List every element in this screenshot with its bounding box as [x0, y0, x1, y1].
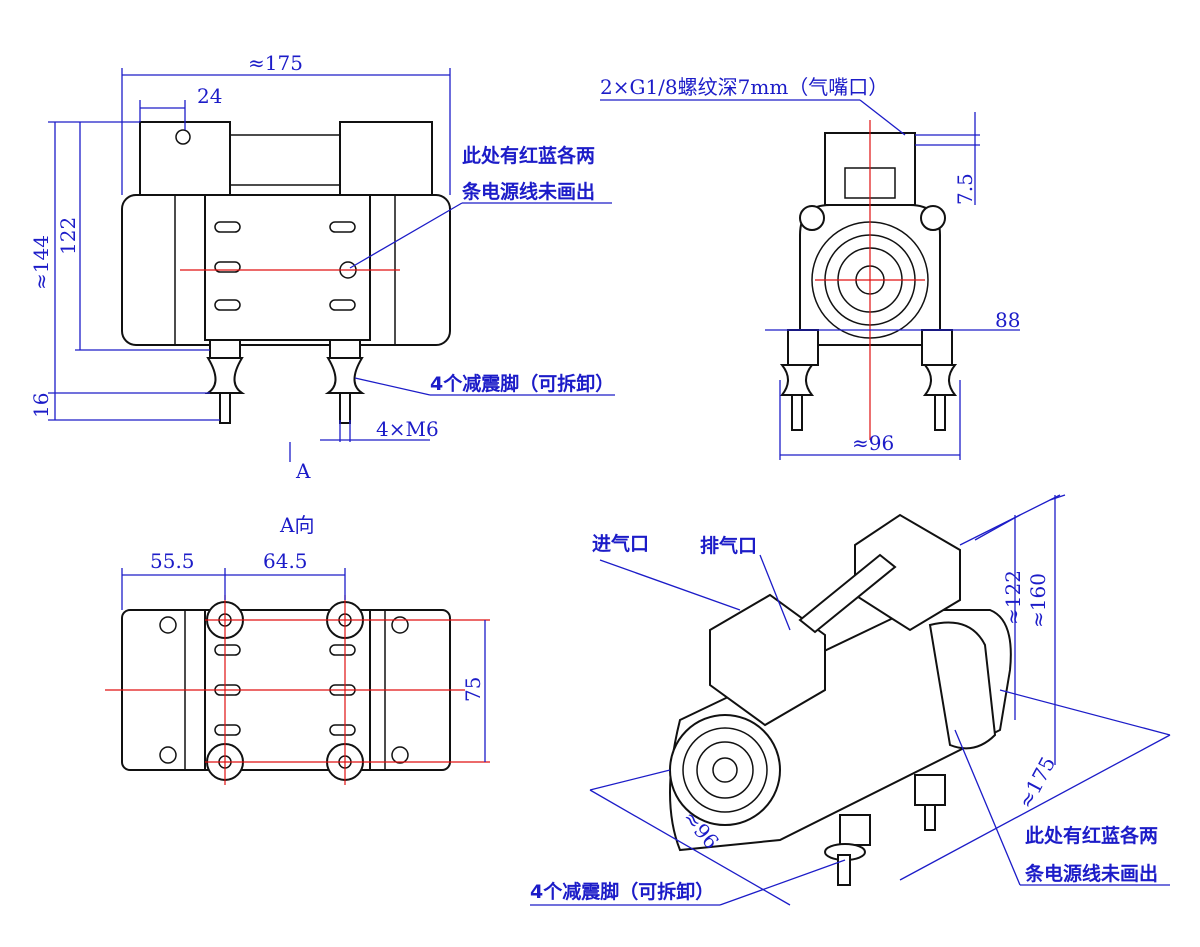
dim-port-depth: 7.5 [953, 173, 977, 205]
iso-dim-body-height: ≈122 [1001, 570, 1025, 625]
dim-thread: 4×M6 [376, 417, 439, 441]
damping-feet [204, 339, 366, 424]
wire-note-line2: 条电源线未画出 [462, 180, 595, 203]
dim-foot-height: 16 [29, 393, 53, 418]
dim-port-offset: 24 [197, 84, 222, 108]
view-a-title: A向 [279, 513, 314, 537]
dim-body-height: 122 [56, 217, 80, 255]
pump-head-left [139, 121, 231, 196]
dim-side-width: ≈96 [852, 431, 894, 455]
mount-bracket [204, 194, 371, 341]
feet-note: 4个减震脚（可拆卸） [430, 372, 614, 395]
dim-spacing: 64.5 [263, 549, 308, 573]
wire-note-line1: 此处有红蓝各两 [462, 144, 595, 167]
dim-width: ≈175 [248, 51, 303, 75]
iso-dim-length: ≈175 [1013, 753, 1060, 813]
front-view: ≈175 24 ≈144 122 16 4个减震脚（可拆卸） 4×M6 A 此处… [29, 51, 615, 483]
iso-dim-overall-height: ≈160 [1026, 573, 1050, 628]
iso-head-front [709, 593, 826, 727]
dim-offset: 55.5 [150, 549, 195, 573]
iso-wire-note-line2: 条电源线未画出 [1025, 862, 1158, 885]
iso-fan-icon [682, 727, 768, 813]
view-arrow-label: A [295, 459, 311, 483]
inlet-label: 进气口 [592, 532, 649, 555]
port-note: 2×G1/8螺纹深7mm（气嘴口） [600, 75, 888, 99]
pump-head-right [339, 121, 433, 196]
dim-mount-spacing: 88 [995, 308, 1020, 332]
iso-feet-note: 4个减震脚（可拆卸） [530, 880, 714, 903]
side-view: 2×G1/8螺纹深7mm（气嘴口） 7.5 88 ≈96 [600, 75, 1020, 460]
iso-wire-note-line1: 此处有红蓝各两 [1025, 824, 1158, 847]
dim-overall-height: ≈144 [29, 235, 53, 290]
bottom-view: A向 55.5 64.5 75 [105, 513, 490, 785]
outlet-label: 排气口 [700, 534, 757, 557]
iso-view: 进气口 排气口 ≈122 ≈160 ≈175 ≈96 4个减震脚（可拆卸） 此处… [530, 494, 1171, 906]
dim-depth: 75 [461, 677, 485, 702]
